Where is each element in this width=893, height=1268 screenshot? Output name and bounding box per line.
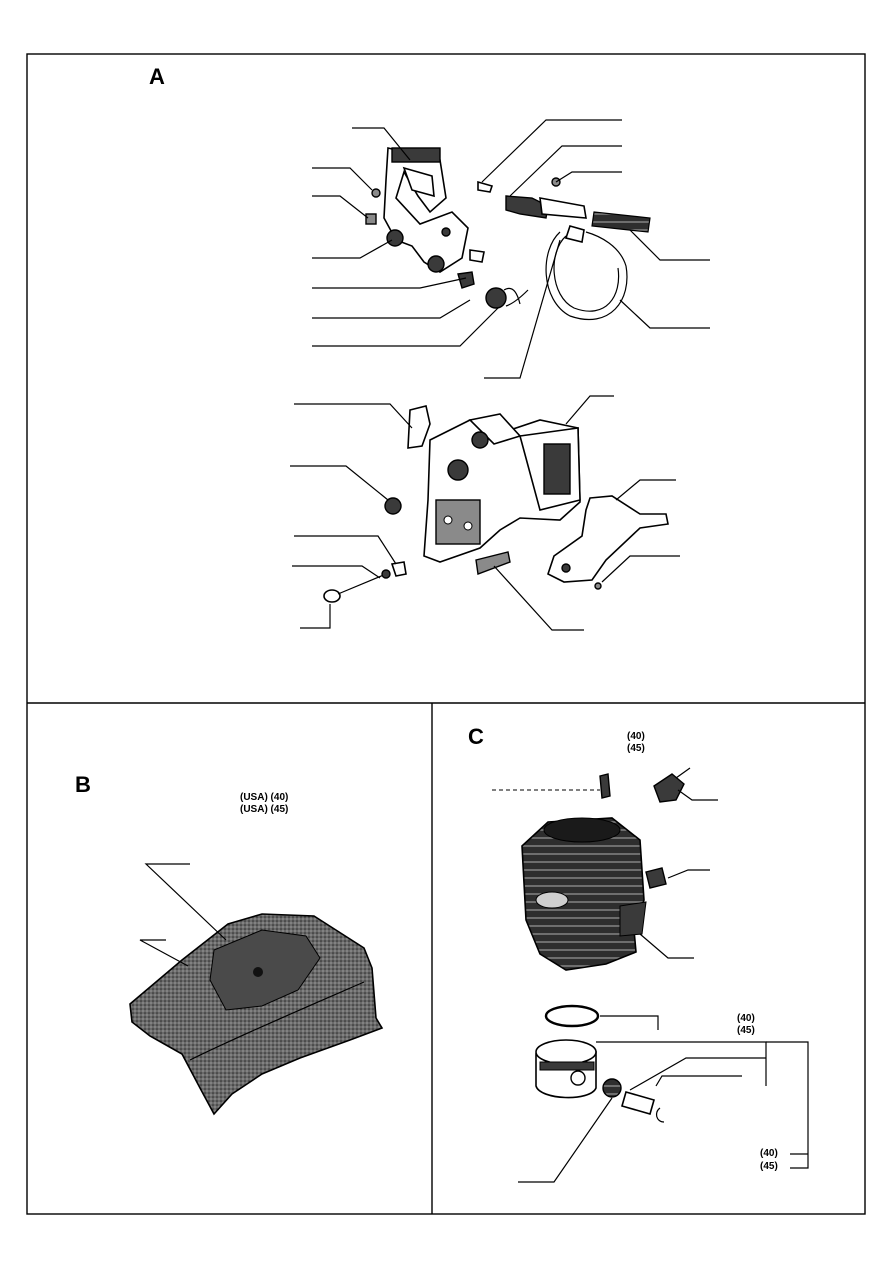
brake-lever-group bbox=[477, 177, 651, 233]
screw bbox=[365, 213, 377, 225]
screw-small bbox=[594, 582, 602, 590]
panel-a-drawing bbox=[290, 119, 710, 631]
cylinder bbox=[521, 817, 647, 971]
piston-ring bbox=[544, 1004, 600, 1028]
cylinder-cover bbox=[129, 913, 384, 1116]
nut bbox=[384, 497, 402, 515]
panel-c-label: C bbox=[468, 724, 484, 749]
panel-c-callouts bbox=[492, 789, 809, 1183]
needle-bearing bbox=[602, 1078, 622, 1098]
chain-guide-plate bbox=[407, 405, 431, 449]
chain-tensioner-screw bbox=[323, 561, 407, 603]
stud bbox=[599, 773, 611, 799]
torsion-spring bbox=[485, 287, 529, 309]
panel-b-callouts bbox=[139, 863, 227, 967]
panel-c-top-variant-45: (45) bbox=[627, 743, 645, 754]
washer bbox=[371, 188, 381, 198]
piston-pin bbox=[621, 1091, 655, 1115]
panel-b-label: B bbox=[75, 772, 91, 797]
bushing bbox=[386, 229, 404, 247]
panel-b-drawing bbox=[129, 863, 384, 1116]
chain-guide bbox=[475, 551, 511, 575]
outer-frame bbox=[26, 53, 866, 1215]
panel-a-label: A bbox=[149, 64, 165, 89]
panel-b-variant-40: (USA) (40) bbox=[240, 792, 289, 803]
panel-c-kit-variant-45: (45) bbox=[737, 1025, 755, 1036]
panel-c-top-variant-40: (40) bbox=[627, 731, 645, 742]
chain-catcher-plate bbox=[547, 495, 669, 583]
insert bbox=[645, 867, 667, 889]
sleeve bbox=[457, 271, 475, 289]
panel-c-bottom-variant-45: (45) bbox=[760, 1161, 778, 1172]
piston bbox=[535, 1039, 597, 1099]
spark-plug bbox=[653, 767, 691, 803]
panel-a-callouts bbox=[290, 119, 710, 631]
clutch-cover bbox=[423, 413, 581, 563]
pin bbox=[469, 249, 485, 263]
panel-c-kit-variant-40: (40) bbox=[737, 1013, 755, 1024]
panel-c-bottom-variant-40: (40) bbox=[760, 1148, 778, 1159]
circlip bbox=[655, 1107, 665, 1123]
panel-c-drawing bbox=[492, 767, 809, 1183]
brake-handle bbox=[383, 147, 469, 273]
cover-recess bbox=[209, 929, 321, 1011]
brake-band bbox=[545, 225, 628, 321]
panel-b-variant-45: (USA) (45) bbox=[240, 804, 289, 815]
